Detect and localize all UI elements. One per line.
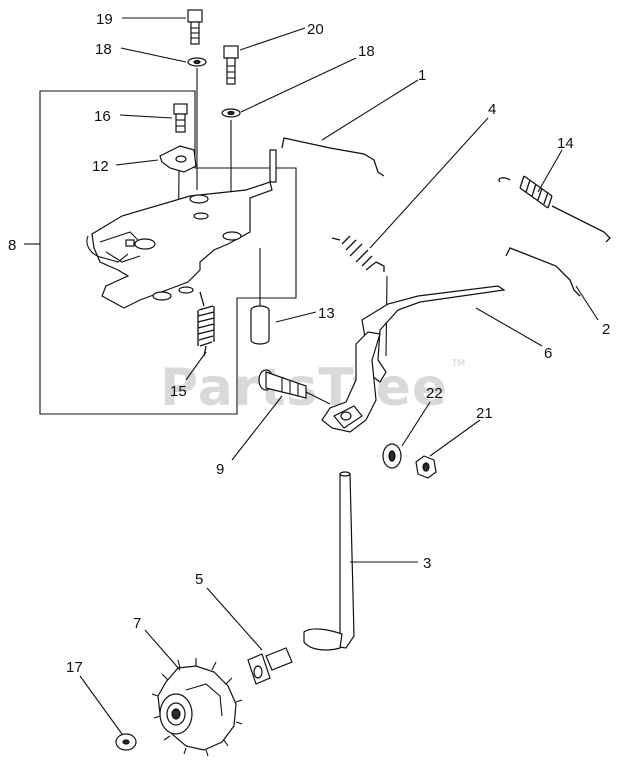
governor-shaft-3: [303, 471, 355, 651]
bolt-20: [223, 45, 239, 85]
callout-17: 17: [66, 659, 83, 676]
callout-12: 12: [92, 158, 109, 175]
callout-7: 7: [133, 615, 141, 632]
spring-14: [498, 175, 611, 243]
callout-18-right: 18: [358, 43, 375, 60]
callout-3: 3: [423, 555, 431, 572]
link-rod-2: [505, 247, 581, 297]
callout-1: 1: [418, 67, 426, 84]
bracket-8: [86, 149, 277, 309]
callout-4: 4: [488, 101, 496, 118]
assembly-box-8: [39, 90, 297, 415]
callout-20: 20: [307, 21, 324, 38]
callout-19: 19: [96, 11, 113, 28]
callout-22: 22: [426, 385, 443, 402]
spring-15: [197, 291, 215, 357]
callout-6: 6: [544, 345, 552, 362]
callout-15: 15: [170, 383, 187, 400]
callout-21: 21: [476, 405, 493, 422]
callout-2: 2: [602, 321, 610, 338]
sleeve-13: [250, 248, 270, 345]
bolt-19: [187, 9, 203, 45]
callout-16: 16: [94, 108, 111, 125]
gear-7: [151, 658, 243, 757]
callout-18-upper: 18: [95, 41, 112, 58]
watermark-trademark: TM: [451, 359, 465, 369]
callout-8: 8: [8, 237, 16, 254]
pin-5: [247, 647, 293, 685]
bolt-9: [258, 369, 331, 405]
link-rod-1: [281, 137, 385, 177]
leader-lines: [24, 17, 599, 735]
callout-9: 9: [216, 461, 224, 478]
callout-13: 13: [318, 305, 335, 322]
callout-14: 14: [557, 135, 574, 152]
callout-5: 5: [195, 571, 203, 588]
governor-lever-6: [321, 285, 506, 433]
bolt-16: [173, 103, 188, 133]
